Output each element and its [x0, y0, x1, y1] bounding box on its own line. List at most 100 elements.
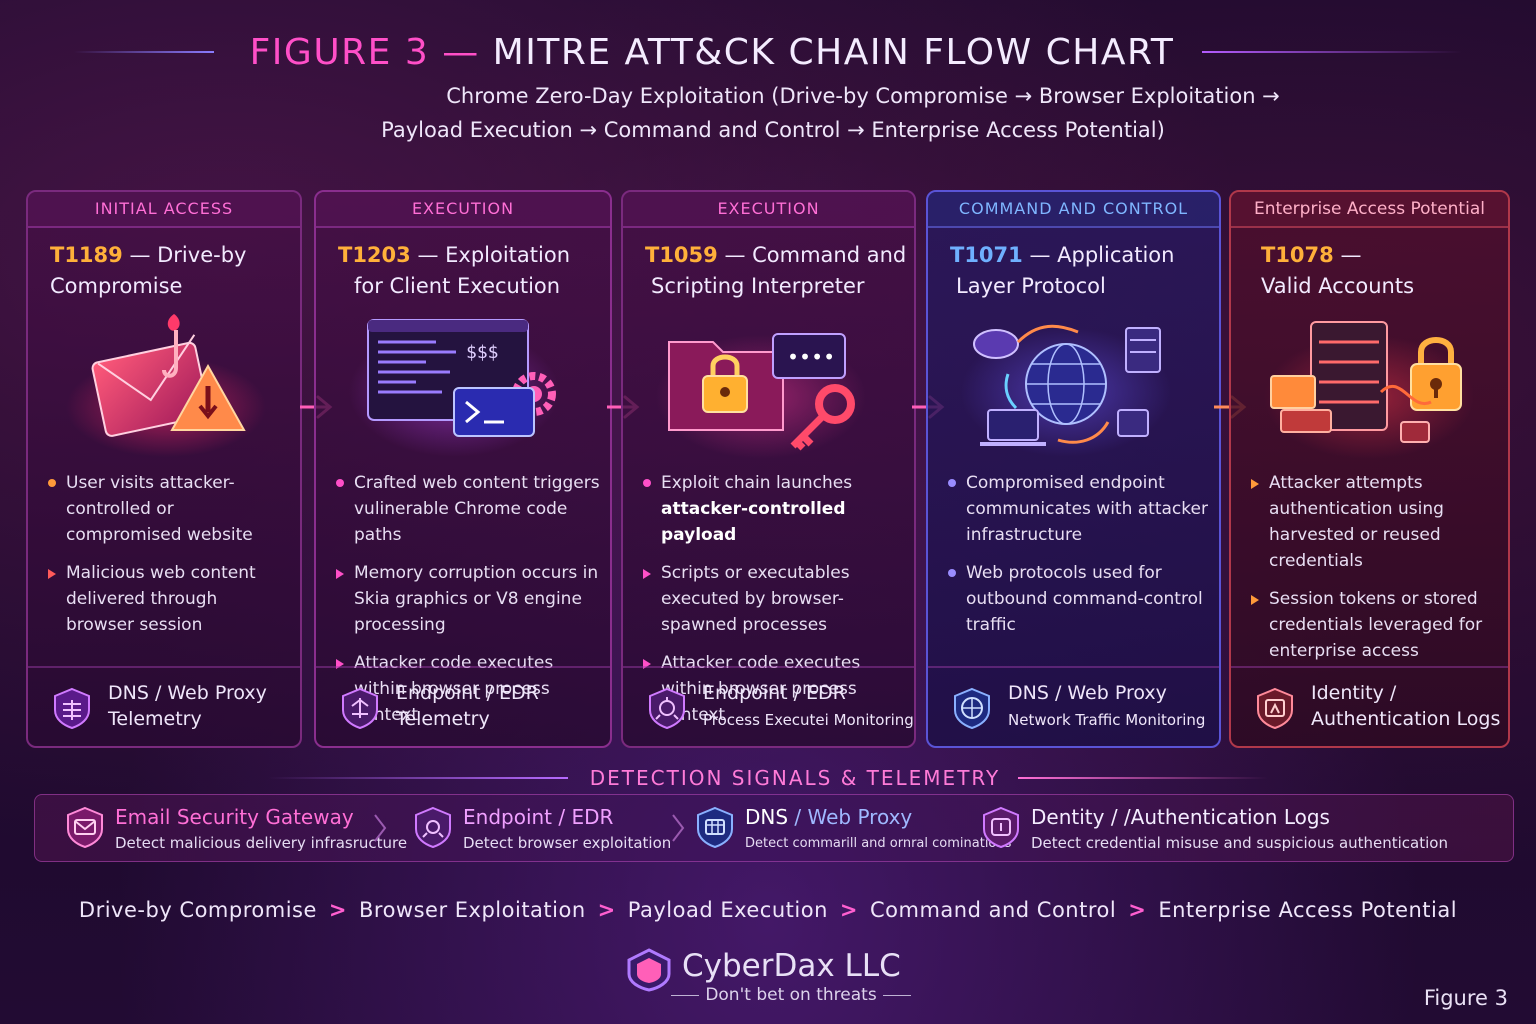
tactic-label: EXECUTION: [623, 192, 914, 228]
stage-card-command-and-control: COMMAND AND CONTROL T1071 — Application …: [926, 190, 1221, 748]
chevron-right-icon: [672, 814, 685, 842]
telemetry-label: Identity /Authentication Logs: [1311, 682, 1501, 730]
password-window-icon: ••••: [772, 333, 846, 379]
bullet-dot-icon: [336, 479, 344, 487]
server-lock-illustration: [1264, 321, 1474, 459]
bullet-triangle-icon: [1251, 479, 1259, 489]
envelope-icon: [91, 334, 210, 437]
flow-step: Browser Exploitation: [359, 898, 586, 922]
flow-separator: >: [839, 898, 858, 922]
padlock-icon: [1410, 337, 1462, 411]
bullet-triangle-icon: [643, 659, 651, 669]
bullet-triangle-icon: [1251, 595, 1259, 605]
code-terminal-illustration: $$$: [349, 319, 559, 457]
technique-name-line2: Scripting Interpreter: [651, 274, 865, 298]
detection-description: Detect credential misuse and suspicious …: [1031, 834, 1448, 852]
list-item: Scripts or executables executed by brows…: [641, 560, 904, 638]
detection-description: Detect malicious delivery infrasructure: [115, 834, 408, 852]
globe-shield-icon: [954, 687, 990, 730]
technique-title: T1059 — Command and Scripting Interprete…: [623, 228, 914, 302]
technique-name-line2: Layer Protocol: [956, 274, 1106, 298]
subtitle-line-1: Chrome Zero-Day Exploitation (Drive-by C…: [446, 84, 1280, 108]
list-item: Attacker code executes within browser pr…: [334, 650, 600, 728]
technique-name-line1: — Application: [1022, 243, 1175, 267]
technique-title: T1071 — Application Layer Protocol: [928, 228, 1219, 302]
shield-icon: [342, 687, 378, 730]
technique-name-line1: — Drive-by: [122, 243, 247, 267]
list-item: User visits attacker-controlled or compr…: [46, 470, 290, 548]
technique-id: T1071: [950, 243, 1023, 267]
cyberdax-logo-icon: [627, 948, 671, 992]
bullet-triangle-icon: [643, 569, 651, 579]
flow-separator: >: [328, 898, 347, 922]
list-item: Session tokens or stored credentials lev…: [1249, 586, 1498, 664]
detection-heading: DETECTION SIGNALS & TELEMETRY: [589, 766, 1001, 790]
flow-separator: >: [597, 898, 616, 922]
stage-card-execution-scripting: EXECUTION T1059 — Command and Scripting …: [621, 190, 916, 748]
identity-shield-icon: [1257, 687, 1293, 730]
detection-name: Dentity / /Authentication Logs: [1031, 805, 1330, 829]
list-item: Web protocols used for outbound command-…: [946, 560, 1209, 638]
technique-name-line2: Compromise: [50, 274, 183, 298]
brand-name: CyberDax LLC: [682, 948, 901, 984]
server-icon: [1125, 327, 1161, 373]
folders-icon: [1270, 375, 1332, 433]
flow-separator: >: [1128, 898, 1147, 922]
technique-name-line2: for Client Execution: [354, 274, 561, 298]
header: FIGURE 3 — MITRE ATT&CK CHAIN FLOW CHART…: [0, 0, 1536, 160]
list-item: Attacker attempts authentication using h…: [1249, 470, 1498, 574]
technique-name-line1: —: [1333, 243, 1362, 267]
figure-number: Figure 3: [1423, 986, 1508, 1010]
flow-step: Drive-by Compromise: [78, 898, 317, 922]
detection-signals-bar: Email Security Gateway Detect malicious …: [34, 794, 1514, 862]
chevron-right-icon: [374, 814, 387, 842]
svg-text:$$$: $$$: [466, 342, 499, 363]
cloud-icon: [973, 329, 1019, 359]
list-item: Crafted web content triggers vulinerable…: [334, 470, 600, 548]
stage-bullets: User visits attacker-controlled or compr…: [46, 470, 290, 650]
technique-title: T1203 — Exploitation for Client Executio…: [316, 228, 610, 302]
title-row: FIGURE 3 — MITRE ATT&CK CHAIN FLOW CHART: [0, 28, 1536, 76]
tactic-label: INITIAL ACCESS: [28, 192, 300, 228]
technique-name-line1: — Exploitation: [410, 243, 571, 267]
key-icon: [790, 384, 855, 451]
stage-bullets: Attacker attempts authentication using h…: [1249, 470, 1498, 676]
attack-flow-summary: Drive-by Compromise > Browser Exploitation…: [0, 898, 1536, 922]
laptop-icon: [980, 409, 1046, 446]
technique-id: T1203: [338, 243, 411, 267]
telemetry-footer: Identity /Authentication Logs: [1231, 666, 1508, 746]
padlock-icon: [702, 354, 748, 413]
detection-description: Detect commarill and ornral cominations: [745, 836, 1012, 851]
title-divider-left: [73, 51, 214, 53]
globe-shield-icon: [697, 806, 733, 849]
flow-step: Enterprise Access Potential: [1158, 898, 1458, 922]
flow-step: Command and Control: [870, 898, 1117, 922]
bullet-triangle-icon: [336, 569, 344, 579]
bullet-dot-icon: [643, 479, 651, 487]
flow-step: Payload Execution: [627, 898, 828, 922]
stage-bullets: Compromised endpoint communicates with a…: [946, 470, 1209, 650]
shield-icon: [649, 687, 685, 730]
bullet-dot-icon: [948, 569, 956, 577]
tactic-label: Enterprise Access Potential: [1231, 192, 1508, 228]
brand-tagline: Don't bet on threats: [0, 985, 1536, 1005]
bullet-dot-icon: [48, 479, 56, 487]
globe-icon: [1025, 343, 1107, 425]
bullet-triangle-icon: [48, 569, 56, 579]
detection-divider-right: [1018, 777, 1269, 779]
detection-divider-left: [267, 777, 568, 779]
server-rack-icon: [1310, 321, 1388, 431]
figure-label: FIGURE 3 —: [249, 31, 480, 73]
device-icon: [1117, 409, 1149, 437]
stage-card-initial-access: INITIAL ACCESS T1189 — Drive-by Compromi…: [26, 190, 302, 748]
brand-footer: CyberDax LLC Don't bet on threats: [0, 944, 1536, 1014]
detection-description: Detect browser exploitation: [463, 834, 672, 852]
detection-name: Endpoint / EDR: [463, 805, 614, 829]
